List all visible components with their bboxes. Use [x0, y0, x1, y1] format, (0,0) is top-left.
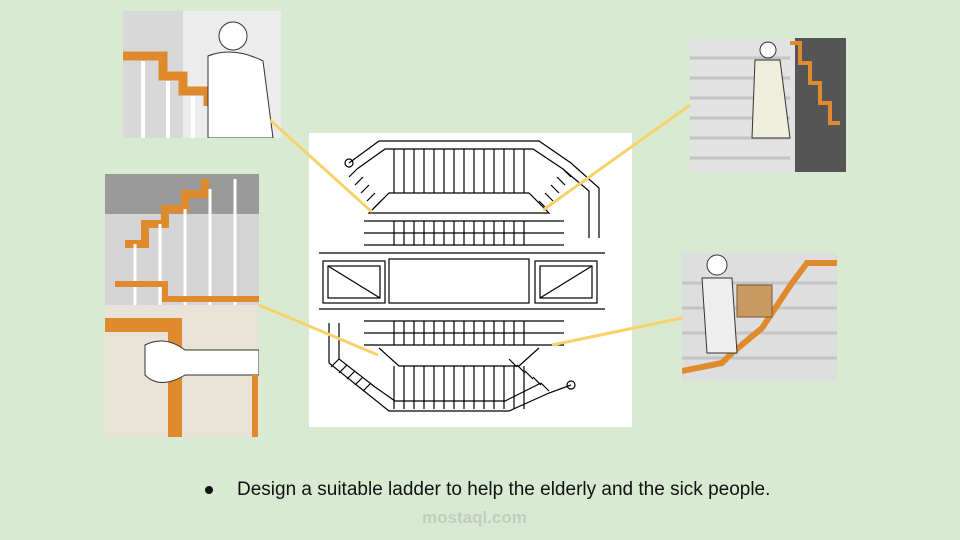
stair-tread: [524, 370, 534, 380]
bullet-dot: [205, 486, 213, 494]
stair-tread: [372, 200, 382, 210]
stair-tread: [362, 382, 372, 392]
photo-man-carrying-box: [682, 253, 837, 381]
staircase-floor-plan: [309, 133, 632, 427]
watermark: mostaql.com: [422, 508, 527, 527]
photo-elderly-woman-handrail: [123, 11, 281, 138]
stair-tread: [354, 176, 364, 186]
stair-tread: [562, 168, 572, 178]
stair-tread: [366, 192, 376, 202]
stair-tread: [508, 358, 518, 368]
stair-tread: [348, 168, 358, 178]
stair-tread: [330, 358, 340, 368]
bullet-item: Design a suitable ladder to help the eld…: [205, 479, 770, 501]
stair-tread: [544, 192, 554, 202]
photo-stairs-woman-zigzag-rail: [690, 38, 846, 172]
photo-zigzag-handrail-stairs: [105, 174, 259, 305]
bullet-text: Design a suitable ladder to help the eld…: [237, 479, 771, 500]
stair-tread: [338, 364, 348, 374]
stair-tread: [556, 176, 566, 186]
stair-tread: [346, 370, 356, 380]
stair-tread: [532, 376, 542, 386]
stair-tread: [550, 184, 560, 194]
stair-tread: [540, 382, 550, 392]
stair-tread: [516, 364, 526, 374]
stair-tread: [354, 376, 364, 386]
photo-hand-gripping-rail: [105, 305, 259, 437]
stair-tread: [360, 184, 370, 194]
